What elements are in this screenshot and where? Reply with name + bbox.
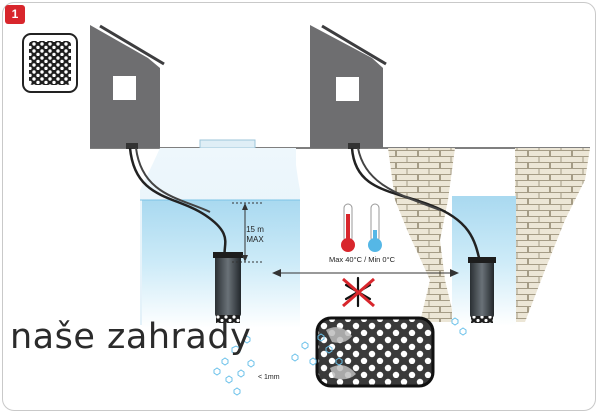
particle-size-label: < 1mm: [258, 374, 280, 381]
depth-label: 15 m: [246, 225, 264, 234]
pump-right: [468, 257, 496, 323]
mesh-filter-icon: [22, 33, 78, 93]
house-right: [310, 24, 387, 149]
mesh-filter-closeup: [315, 316, 435, 388]
cable-left: [128, 147, 227, 259]
thermometer-cold-icon: [368, 203, 382, 252]
particles: [213, 317, 467, 396]
step-badge: 1: [5, 5, 25, 24]
depth-dimension: [232, 202, 262, 263]
house-left: [90, 24, 165, 149]
cable-right: [350, 147, 482, 263]
temperature-label: Max 40°C / Min 0°C: [329, 255, 396, 264]
thermometer-hot-icon: [341, 203, 355, 252]
pump-left: [213, 252, 243, 323]
diagram-frame: [2, 2, 596, 411]
no-frost-icon: [342, 276, 375, 308]
compare-arrow: [272, 269, 459, 277]
depth-max-label: MAX: [246, 235, 264, 244]
watermark-text: naše zahrady: [10, 317, 252, 357]
